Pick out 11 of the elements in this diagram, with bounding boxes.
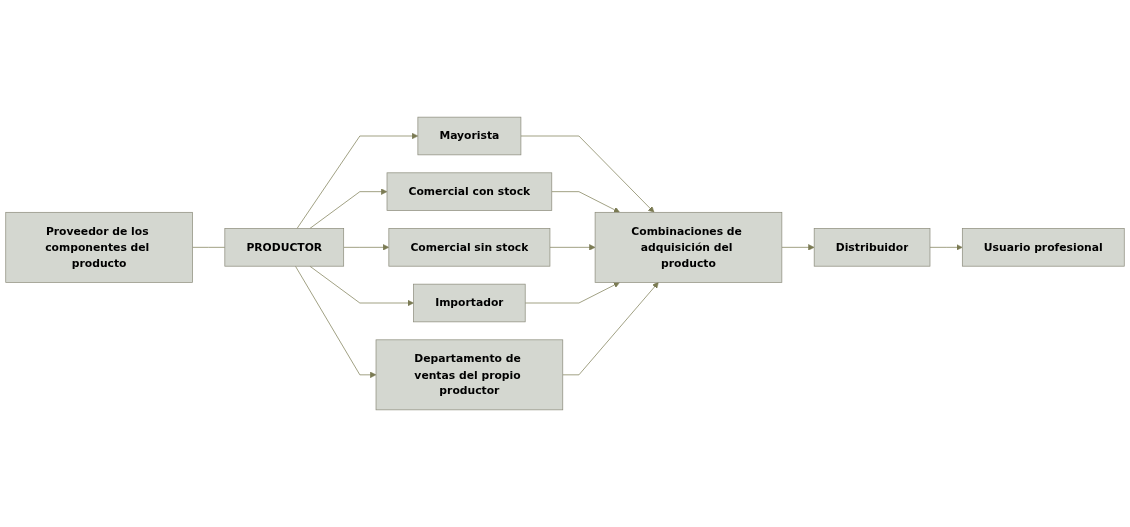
node-box: Distribuidor	[813, 228, 931, 267]
node-box: PRODUCTOR	[224, 228, 345, 267]
node-box: Comercial con stock	[386, 172, 553, 211]
node-box: Combinaciones de adquisición del producto	[594, 211, 783, 283]
node-box: Comercial sin stock	[388, 228, 551, 267]
node-box: Mayorista	[417, 116, 522, 156]
node-box: Departamento de ventas del propio productor	[375, 339, 564, 411]
node-box: Proveedor de los componentes del producto	[5, 211, 193, 283]
node-box: Usuario profesional	[961, 228, 1125, 267]
connector	[192, 247, 226, 248]
node-box: Importador	[413, 283, 526, 323]
